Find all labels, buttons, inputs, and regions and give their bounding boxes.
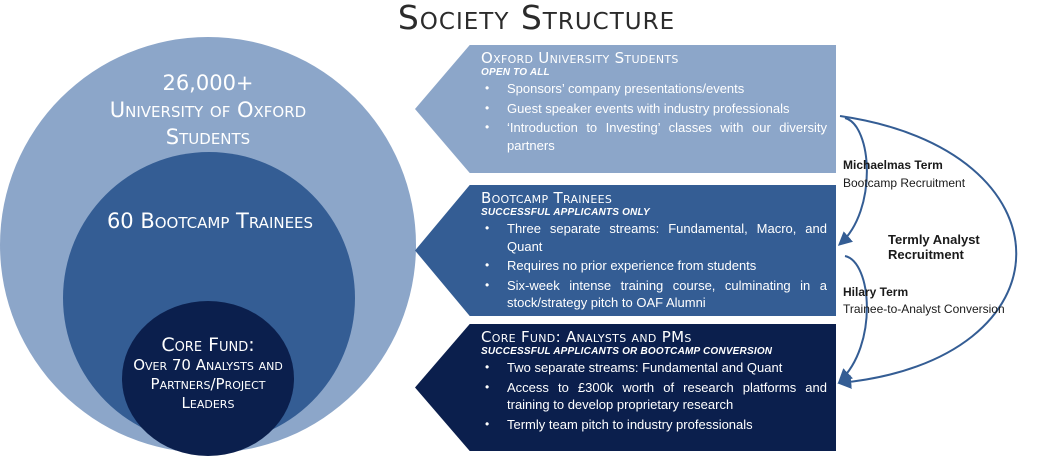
panel-title: Oxford University Students [481,49,679,67]
circle-outer-count: 26,000+ [162,71,254,95]
list-item: •Three separate streams: Fundamental, Ma… [485,221,827,254]
panel-oxford-students: Oxford University Students OPEN TO ALL •… [415,45,836,173]
bullet-icon: • [485,416,490,431]
panel-bootcamp-trainees: Bootcamp Trainees SUCCESSFUL APPLICANTS … [415,185,836,316]
circle-inner-heading: Core Fund: [161,334,255,356]
bullet-icon: • [485,258,490,272]
hilary-arrow [837,255,868,383]
trainee-conversion-label: Trainee-to-Analyst Conversion [843,302,1005,316]
panel-title: Bootcamp Trainees [481,189,613,207]
panel-core-fund: Core Fund: Analysts and PMs SUCCESSFUL A… [415,324,836,451]
bootcamp-recruitment-label: Bootcamp Recruitment [843,176,966,190]
termly-recruitment-label: Termly Analyst Recruitment [888,232,980,262]
hilary-term-label: Hilary Term [843,285,909,299]
bullet-icon: • [485,379,490,394]
circle-outer-label: University of Oxford Students [109,98,307,149]
michaelmas-term-label: Michaelmas Term [843,158,943,172]
panel-title: Core Fund: Analysts and PMs [481,328,692,346]
panel-subtitle: SUCCESSFUL APPLICANTS OR BOOTCAMP CONVER… [481,346,773,357]
bullet-icon: • [485,360,490,374]
list-item: •Guest speaker events with industry prof… [485,100,790,116]
bullet-icon: • [485,221,490,235]
list-item: •Termly team pitch to industry professio… [485,416,753,432]
circle-outer-text: 26,000+ University of Oxford Students [70,70,346,151]
page-title: Society Structure [397,0,676,37]
list-item: •‘Introduction to Investing’ classes wit… [485,120,827,153]
list-item: •Six-week intense training course, culmi… [485,277,827,311]
list-item: •Requires no prior experience from stude… [485,258,757,273]
circle-middle-text: 60 Bootcamp Trainees [106,209,314,233]
circle-core-fund [122,301,294,456]
list-item: •Two separate streams: Fundamental and Q… [485,360,783,375]
circle-inner-label: Over 70 Analysts and Partners/Project Le… [133,356,283,412]
bullet-icon: • [485,120,490,134]
list-item: •Access to £300k worth of research platf… [485,379,827,413]
list-item: •Sponsors’ company presentations/events [485,81,745,96]
bullet-icon: • [485,81,490,95]
bullet-icon: • [485,277,490,292]
panel-subtitle: OPEN TO ALL [481,67,550,78]
panel-subtitle: SUCCESSFUL APPLICANTS ONLY [481,207,650,218]
bullet-icon: • [485,100,490,115]
